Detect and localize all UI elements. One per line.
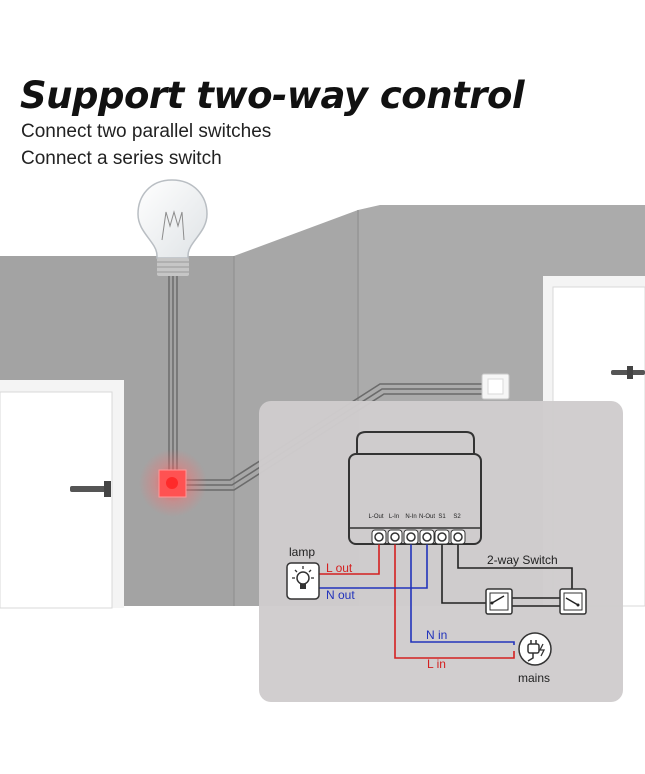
two-way-switch-label: 2-way Switch	[487, 553, 558, 567]
left-door	[0, 380, 124, 609]
subtitle-parallel: Connect two parallel switches	[21, 121, 272, 142]
wire-s2	[457, 540, 573, 590]
page-title: Support two-way control	[20, 74, 525, 117]
wall-switch[interactable]	[481, 373, 510, 400]
terminal-label-l-out: L-Out	[368, 514, 383, 520]
ceiling-cable	[168, 276, 178, 474]
wire-l-out	[319, 540, 380, 575]
terminal-label-s2: S2	[453, 514, 461, 520]
switch-icon	[559, 588, 587, 615]
mains-label: mains	[518, 671, 550, 685]
smart-switch-module	[348, 431, 482, 545]
wire-n-out	[319, 540, 428, 589]
wire-n-in	[410, 540, 515, 645]
l-in-label: L in	[427, 657, 446, 671]
terminal-label-n-out: N-Out	[419, 514, 435, 520]
light-bulb-icon	[137, 179, 208, 276]
terminal-label-s1: S1	[438, 514, 446, 520]
l-out-label: L out	[326, 561, 353, 575]
door-handle-icon	[70, 486, 110, 492]
terminal-row	[371, 529, 466, 545]
terminal-label-n-in: N-In	[405, 514, 416, 520]
n-out-label: N out	[326, 588, 355, 602]
mains-plug-icon	[518, 632, 552, 666]
wire-l-in	[394, 540, 515, 659]
switch-icon	[485, 588, 513, 615]
lamp-label: lamp	[289, 545, 315, 559]
subtitle-series: Connect a series switch	[21, 148, 222, 169]
terminal-label-l-in: L-In	[389, 514, 399, 520]
lamp-icon	[286, 562, 320, 600]
module-indicator	[139, 449, 207, 517]
wire-s1	[441, 540, 487, 604]
wires	[319, 540, 573, 659]
n-in-label: N in	[426, 628, 447, 642]
